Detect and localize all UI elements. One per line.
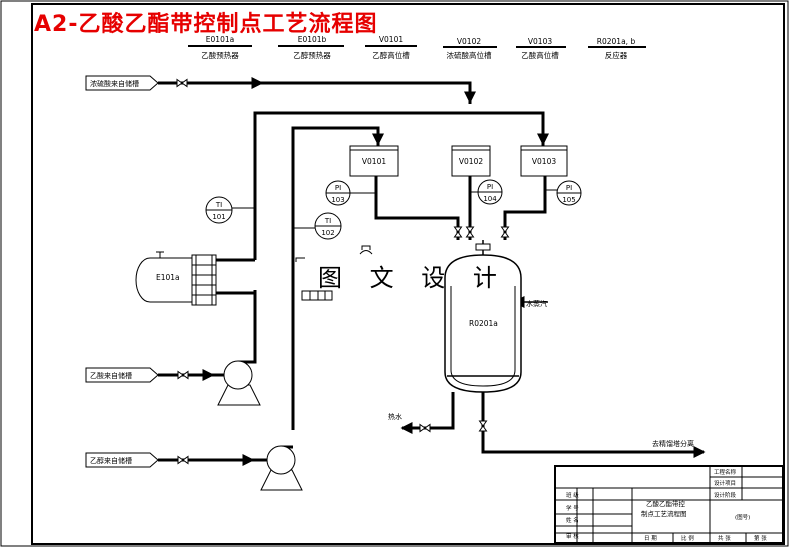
valve xyxy=(419,424,431,432)
tb-drawing-number: (图号) xyxy=(735,513,750,521)
acetic-pump-discharge xyxy=(238,290,257,364)
reactor-r0201a: R0201a 水蒸汽 xyxy=(359,240,547,393)
instrument-type: PI xyxy=(335,184,341,192)
rectification-label: 去精馏塔分离 xyxy=(652,439,694,448)
header-item: V0101 乙醇高位槽 xyxy=(365,35,417,60)
instrument-type: TI xyxy=(215,201,222,209)
header-tag: E0101b xyxy=(298,35,327,44)
title-block: 工程名称 设计项目 设计阶段 班 级 学 号 姓 名 审 核 乙酸乙酯带控 制点… xyxy=(554,465,784,544)
tank-v0102: V0102 xyxy=(451,145,491,177)
exchanger-label: E101a xyxy=(156,273,180,282)
tb-ratio: 比 例 xyxy=(681,534,694,542)
tank-label: V0103 xyxy=(532,157,556,166)
tb-sheet-no: 第 张 xyxy=(754,534,767,542)
equipment-header: E0101a 乙酸预热器 E0101b 乙醇预热器 V0101 乙醇高位槽 V0… xyxy=(188,35,646,60)
tb-drawing-title-2: 制点工艺流程图 xyxy=(641,509,687,518)
instrument-num: 102 xyxy=(321,229,334,237)
valve xyxy=(454,226,462,238)
instrument-ti-101: TI 101 xyxy=(205,196,233,224)
header-name: 乙醇预热器 xyxy=(293,50,331,60)
tb-drawing-title-1: 乙酸乙酯带控 xyxy=(646,499,686,508)
acetic-source-label: 乙酸来自储槽 xyxy=(90,371,132,380)
tb-sheet-total: 共 张 xyxy=(718,534,731,542)
instrument-ti-102: TI 102 xyxy=(314,212,342,240)
tb-row-label: 班 级 xyxy=(566,491,579,499)
watermark-text: 图 文 设 计 xyxy=(318,264,507,292)
tank-label: V0102 xyxy=(459,157,483,166)
header-tag: V0103 xyxy=(528,37,552,46)
valve xyxy=(501,226,509,238)
header-item: V0102 浓硫酸高位槽 xyxy=(443,37,497,60)
acid-source-box xyxy=(85,75,159,91)
steam-label: 水蒸汽 xyxy=(526,299,547,308)
drawing-title: A2-乙酸乙酯带控制点工艺流程图 xyxy=(34,12,378,37)
instrument-type: TI xyxy=(324,217,331,225)
tb-design-stage: 设计阶段 xyxy=(714,491,737,499)
hot-water-line xyxy=(402,392,455,430)
instruments: TI 101 TI 102 PI 103 PI 104 PI 105 xyxy=(205,179,582,240)
tb-row-label: 学 号 xyxy=(566,504,579,512)
instrument-pi-105: PI 105 xyxy=(556,180,582,206)
pump-ethanol xyxy=(260,445,303,491)
valve xyxy=(466,226,474,238)
instrument-num: 105 xyxy=(562,196,575,204)
v0101-outlet xyxy=(374,176,460,240)
instrument-pi-103: PI 103 xyxy=(325,180,351,206)
tank-v0101: V0101 xyxy=(349,145,399,177)
header-item: E0101a 乙酸预热器 xyxy=(188,35,252,60)
acetic-top-line xyxy=(253,111,545,260)
valve xyxy=(177,371,189,379)
instrument-num: 101 xyxy=(212,213,225,221)
instrument-leads xyxy=(232,189,557,262)
header-name: 浓硫酸高位槽 xyxy=(447,50,492,60)
instrument-pi-104: PI 104 xyxy=(477,179,503,205)
condenser-stub xyxy=(301,290,333,301)
ethanol-source-label: 乙醇来自储槽 xyxy=(90,456,132,465)
tank-v0103: V0103 xyxy=(520,145,568,177)
header-item: R0201a, b 反应器 xyxy=(588,37,646,60)
hot-water-label: 热水 xyxy=(388,412,402,421)
header-tag: V0102 xyxy=(457,37,481,46)
instrument-num: 103 xyxy=(331,196,344,204)
valve xyxy=(479,420,487,432)
header-item: V0103 乙酸高位槽 xyxy=(516,37,566,60)
valve xyxy=(177,456,189,464)
drawing-frame xyxy=(31,3,785,545)
pump-acetic xyxy=(217,360,261,406)
instrument-num: 104 xyxy=(483,195,497,203)
tb-row-label: 审 核 xyxy=(566,532,579,540)
storage-sources: 浓硫酸来自储槽 乙酸来自储槽 乙醇来自储槽 xyxy=(85,75,159,468)
header-tag: V0101 xyxy=(379,35,403,44)
header-name: 乙酸预热器 xyxy=(201,50,239,60)
tb-project-name: 工程名称 xyxy=(714,468,737,476)
head-tanks: V0101 V0102 V0103 xyxy=(349,145,568,177)
header-name: 反应器 xyxy=(605,50,628,60)
valve xyxy=(176,79,188,87)
v0103-outlet xyxy=(503,176,547,240)
header-name: 乙醇高位槽 xyxy=(372,50,410,60)
acetic-source-box xyxy=(85,367,159,383)
tb-date: 日 期 xyxy=(644,535,657,542)
header-tag: R0201a, b xyxy=(597,37,636,46)
acid-source-label: 浓硫酸来自储槽 xyxy=(90,79,139,88)
acid-feed-line xyxy=(158,81,472,104)
reactor-label: R0201a xyxy=(469,319,498,328)
header-name: 乙酸高位槽 xyxy=(521,50,559,60)
ethanol-source-box xyxy=(85,452,159,468)
instrument-type: PI xyxy=(566,184,572,192)
tb-design-project: 设计项目 xyxy=(714,479,736,487)
header-item: E0101b 乙醇预热器 xyxy=(278,35,344,60)
tb-row-label: 姓 名 xyxy=(566,516,579,524)
reactor-bottom-outlet xyxy=(481,392,704,454)
heat-exchanger-e101a: E101a xyxy=(135,251,217,306)
tank-label: V0101 xyxy=(362,157,386,166)
instrument-type: PI xyxy=(487,183,493,191)
header-tag: E0101a xyxy=(206,35,234,44)
